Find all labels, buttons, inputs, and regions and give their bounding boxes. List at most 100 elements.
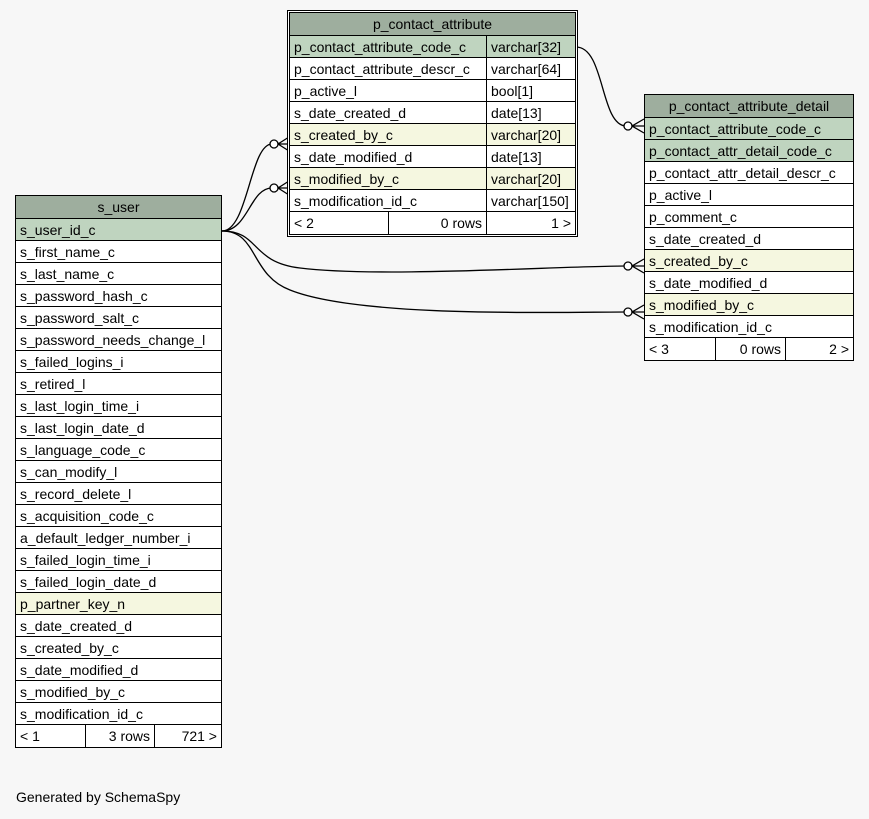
column-name: s_modification_id_c xyxy=(20,706,143,722)
column-type: varchar[64] xyxy=(486,58,575,79)
column-name: s_created_by_c xyxy=(294,127,393,143)
table-row[interactable]: s_password_salt_c xyxy=(16,307,221,329)
children-count[interactable]: 721 > xyxy=(154,725,221,747)
edge-user-to-attr-created-by xyxy=(221,143,273,232)
table-row[interactable]: s_last_name_c xyxy=(16,263,221,285)
column-name: s_date_modified_d xyxy=(20,662,139,678)
column-name: s_first_name_c xyxy=(20,244,115,260)
optional-marker-attr-modified-by xyxy=(269,183,279,193)
crowfoot-detail-created-by xyxy=(631,258,645,274)
optional-marker-detail-modified-by xyxy=(623,307,633,317)
table-footer: < 3 0 rows 2 > xyxy=(645,338,853,360)
table-row[interactable]: s_last_login_date_d xyxy=(16,417,221,439)
table-row[interactable]: s_modification_id_c xyxy=(645,316,853,338)
table-row[interactable]: s_modification_id_c varchar[150] xyxy=(290,190,575,212)
table-title[interactable]: s_user xyxy=(16,196,221,219)
table-row[interactable]: p_contact_attribute_code_c xyxy=(645,118,853,140)
table-p-contact-attribute-detail[interactable]: p_contact_attribute_detail p_contact_att… xyxy=(644,94,854,361)
table-row[interactable]: s_retired_l xyxy=(16,373,221,395)
column-name: p_contact_attribute_code_c xyxy=(294,39,467,55)
column-name: s_date_created_d xyxy=(294,105,407,121)
table-row[interactable]: s_modification_id_c xyxy=(16,703,221,725)
table-row[interactable]: s_can_modify_l xyxy=(16,461,221,483)
column-type: varchar[20] xyxy=(486,168,575,189)
table-row[interactable]: s_user_id_c xyxy=(16,219,221,241)
column-name: s_modification_id_c xyxy=(294,193,417,209)
table-row[interactable]: s_modified_by_c xyxy=(16,681,221,703)
column-name: p_partner_key_n xyxy=(20,596,126,612)
table-row[interactable]: p_contact_attr_detail_code_c xyxy=(645,140,853,162)
table-row[interactable]: p_contact_attribute_descr_c varchar[64] xyxy=(290,58,575,80)
table-row[interactable]: p_contact_attribute_code_c varchar[32] xyxy=(290,36,575,58)
table-row[interactable]: s_password_needs_change_l xyxy=(16,329,221,351)
column-name: s_password_salt_c xyxy=(20,310,140,326)
row-count: 0 rows xyxy=(388,212,486,234)
table-p-contact-attribute[interactable]: p_contact_attribute p_contact_attribute_… xyxy=(287,10,578,237)
column-name: s_acquisition_code_c xyxy=(20,508,154,524)
column-name: s_failed_login_date_d xyxy=(20,574,157,590)
table-row[interactable]: s_created_by_c xyxy=(16,637,221,659)
column-name: a_default_ledger_number_i xyxy=(20,530,191,546)
column-name: p_active_l xyxy=(649,187,713,203)
column-list: p_contact_attribute_code_c p_contact_att… xyxy=(645,118,853,338)
table-row[interactable]: s_failed_login_time_i xyxy=(16,549,221,571)
table-row[interactable]: a_default_ledger_number_i xyxy=(16,527,221,549)
table-row[interactable]: s_last_login_time_i xyxy=(16,395,221,417)
column-name: s_modified_by_c xyxy=(294,171,400,187)
optional-marker-attr-created-by xyxy=(269,139,279,149)
column-name: p_comment_c xyxy=(649,209,737,225)
column-name: p_contact_attribute_code_c xyxy=(649,121,822,137)
column-name: s_created_by_c xyxy=(20,640,119,656)
edge-user-to-detail-created-by xyxy=(221,230,627,273)
table-row[interactable]: s_record_delete_l xyxy=(16,483,221,505)
edge-user-to-attr-modified-by xyxy=(221,187,273,232)
table-row[interactable]: s_password_hash_c xyxy=(16,285,221,307)
table-row[interactable]: s_created_by_c xyxy=(645,250,853,272)
table-title[interactable]: p_contact_attribute xyxy=(290,13,575,36)
table-row[interactable]: s_created_by_c varchar[20] xyxy=(290,124,575,146)
column-type: varchar[150] xyxy=(486,190,575,211)
edge-attr-to-detail-code xyxy=(575,46,627,127)
table-row[interactable]: p_active_l bool[1] xyxy=(290,80,575,102)
column-name: s_last_login_time_i xyxy=(20,398,140,414)
children-count[interactable]: 1 > xyxy=(486,212,575,234)
column-name: s_modified_by_c xyxy=(20,684,126,700)
column-type: varchar[32] xyxy=(486,36,575,57)
column-name: s_can_modify_l xyxy=(20,464,118,480)
column-name: s_record_delete_l xyxy=(20,486,132,502)
table-row[interactable]: s_language_code_c xyxy=(16,439,221,461)
table-title[interactable]: p_contact_attribute_detail xyxy=(645,95,853,118)
column-name: s_date_created_d xyxy=(649,231,762,247)
table-row[interactable]: s_modified_by_c xyxy=(645,294,853,316)
table-row[interactable]: p_comment_c xyxy=(645,206,853,228)
parents-count[interactable]: < 3 xyxy=(649,341,669,357)
table-row[interactable]: s_date_modified_d xyxy=(645,272,853,294)
column-name: s_last_login_date_d xyxy=(20,420,145,436)
table-s-user[interactable]: s_user s_user_id_c s_first_name_c s_last… xyxy=(15,195,222,748)
crowfoot-detail-code xyxy=(631,118,645,134)
table-row[interactable]: s_date_modified_d xyxy=(16,659,221,681)
column-type: date[13] xyxy=(486,146,575,167)
edge-user-to-detail-modified-by xyxy=(221,230,627,314)
parents-count[interactable]: < 1 xyxy=(20,728,40,744)
column-type: varchar[20] xyxy=(486,124,575,145)
table-row[interactable]: s_acquisition_code_c xyxy=(16,505,221,527)
table-row[interactable]: s_first_name_c xyxy=(16,241,221,263)
table-row[interactable]: s_modified_by_c varchar[20] xyxy=(290,168,575,190)
column-name: s_user_id_c xyxy=(20,222,96,238)
column-name: s_modified_by_c xyxy=(649,297,755,313)
table-row[interactable]: s_date_created_d date[13] xyxy=(290,102,575,124)
table-row[interactable]: s_failed_logins_i xyxy=(16,351,221,373)
parents-count[interactable]: < 2 xyxy=(294,215,314,231)
table-row[interactable]: s_date_created_d xyxy=(645,228,853,250)
table-row[interactable]: s_date_created_d xyxy=(16,615,221,637)
table-row[interactable]: s_date_modified_d date[13] xyxy=(290,146,575,168)
table-row[interactable]: p_active_l xyxy=(645,184,853,206)
table-row[interactable]: p_partner_key_n xyxy=(16,593,221,615)
column-type: bool[1] xyxy=(486,80,575,101)
table-row[interactable]: p_contact_attr_detail_descr_c xyxy=(645,162,853,184)
children-count[interactable]: 2 > xyxy=(785,338,853,360)
table-row[interactable]: s_failed_login_date_d xyxy=(16,571,221,593)
column-list: s_user_id_c s_first_name_c s_last_name_c… xyxy=(16,219,221,725)
